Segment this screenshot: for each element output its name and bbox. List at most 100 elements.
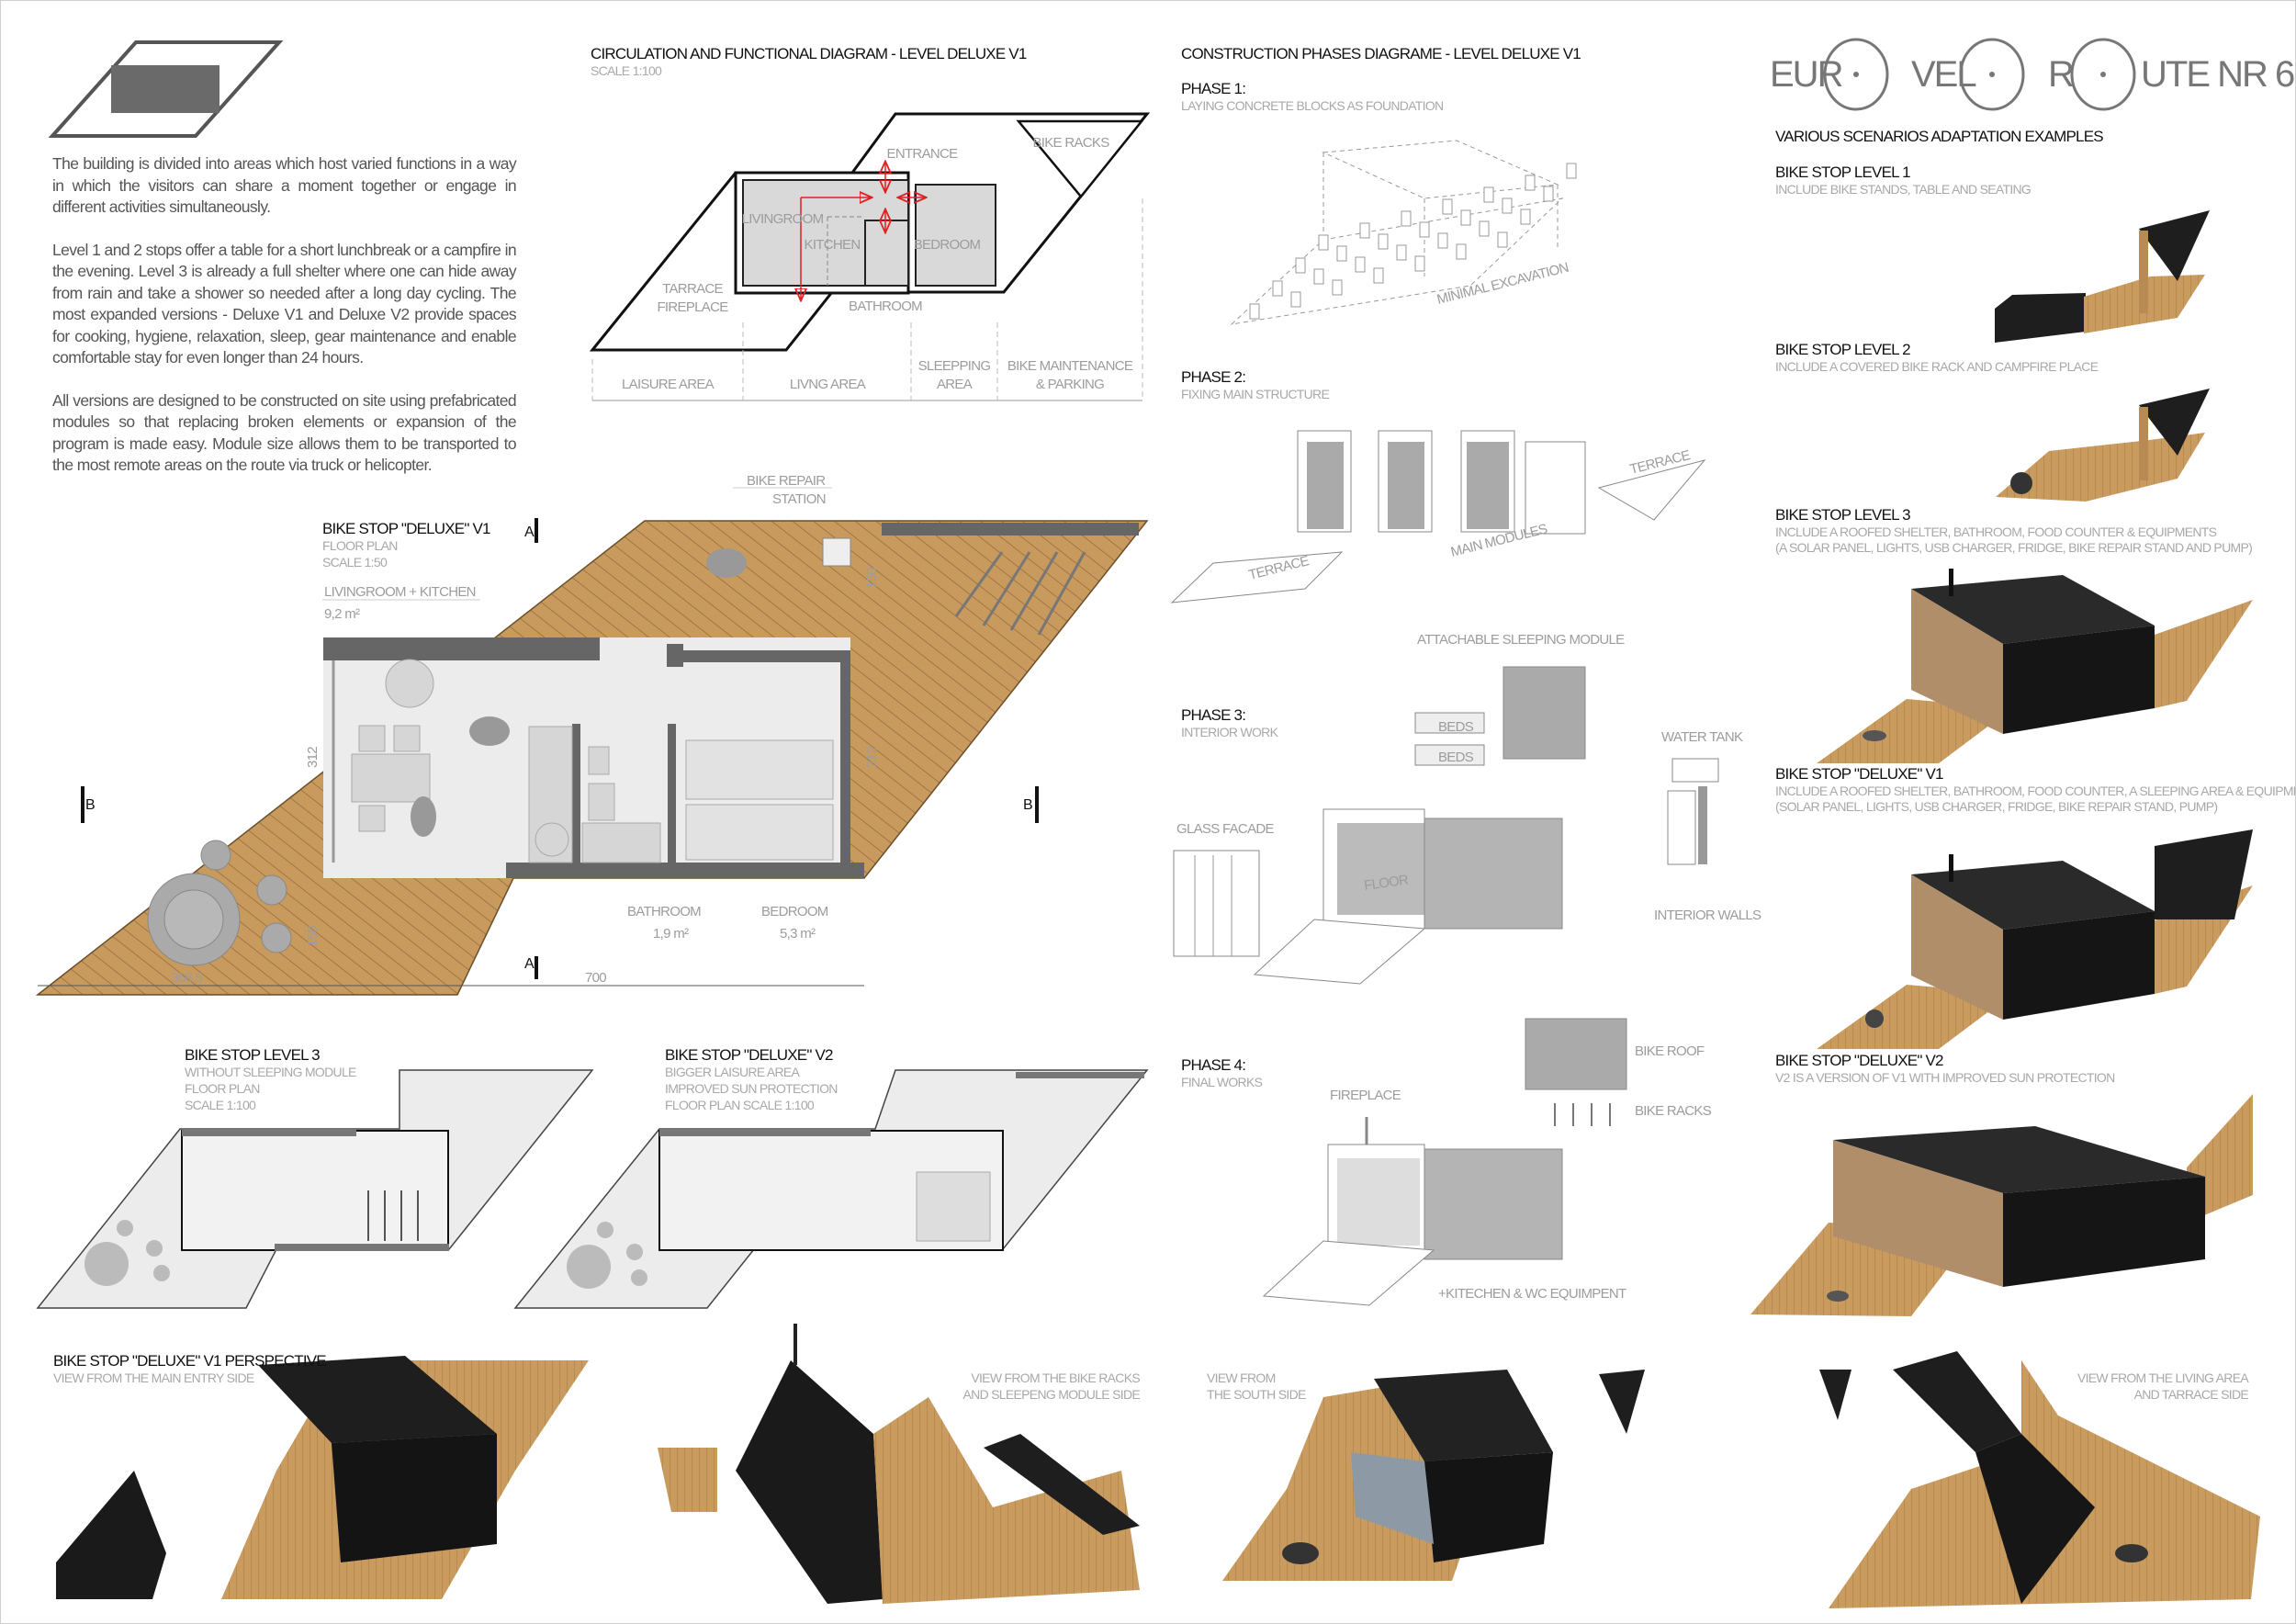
zone-label: LAISURE AREA xyxy=(622,377,715,392)
perspective-caption: VIEW FROM THE LIVING AREA AND TARRACE SI… xyxy=(2077,1370,2249,1403)
intro-paragraph: All versions are designed to be construc… xyxy=(52,390,517,475)
concrete-block xyxy=(1313,268,1324,285)
dimension-depth: 312 xyxy=(305,747,321,768)
concrete-block xyxy=(1437,232,1448,249)
concrete-block xyxy=(1497,231,1508,248)
phase-label: PHASE 1: xyxy=(1181,80,1246,97)
concrete-block xyxy=(1332,279,1343,296)
concrete-block xyxy=(1456,243,1467,260)
label-bathroom: BATHROOM xyxy=(849,299,922,314)
render-level-2 xyxy=(1996,389,2210,502)
people-figures xyxy=(411,548,747,837)
concrete-block xyxy=(1249,303,1260,320)
phases-title: CONSTRUCTION PHASES DIAGRAME - LEVEL DEL… xyxy=(1181,45,1581,62)
floor-plan-subtitle: FLOOR PLAN xyxy=(322,538,398,553)
perspective-main-entry xyxy=(56,1356,589,1599)
label-bike-racks: BIKE RACKS xyxy=(1032,135,1109,151)
phase-label: PHASE 3: xyxy=(1181,706,1246,724)
label-bedroom: BEDROOM xyxy=(914,237,981,253)
logo-dots xyxy=(1853,72,2106,77)
zone-label: LIVNG AREA xyxy=(790,377,866,392)
phase-desc: FINAL WORKS xyxy=(1181,1075,1263,1089)
floor-plan-deluxe-v2 xyxy=(513,1069,1149,1309)
dimension-deck-width: 368.5 xyxy=(171,970,202,986)
intro-paragraph: Level 1 and 2 stops offer a table for a … xyxy=(52,240,517,367)
level3-plan-line: SCALE 1:100 xyxy=(185,1098,256,1112)
label-livingroom: LIVINGROOM xyxy=(742,211,824,227)
render-level-3 xyxy=(1817,569,2253,763)
scenario-title: BIKE STOP "DELUXE" V2 xyxy=(1775,1052,1943,1069)
render-level-1 xyxy=(1995,210,2210,343)
perspectives-title: BIKE STOP "DELUXE" V1 PERSPECTIVE xyxy=(53,1352,327,1370)
label-kitchen: KITCHEN xyxy=(805,237,861,253)
concrete-block xyxy=(1419,221,1430,238)
caption-line: VIEW FROM xyxy=(1207,1370,1276,1385)
caption-line: AND SLEEPENG MODULE SIDE xyxy=(962,1387,1141,1402)
area-bedroom: 5,3 m² xyxy=(780,926,816,942)
phase-label: PHASE 2: xyxy=(1181,368,1246,386)
scenario-desc: INCLUDE A ROOFED SHELTER, BATHROOM, FOOD… xyxy=(1775,524,2217,539)
scenarios-title: VARIOUS SCENARIOS ADAPTATION EXAMPLES xyxy=(1775,128,2104,145)
phase-note: BIKE RACKS xyxy=(1635,1103,1712,1119)
walls xyxy=(323,637,864,878)
concrete-block xyxy=(1502,197,1513,214)
circulation-scale: SCALE 1:100 xyxy=(591,63,662,78)
dimension-deck: 150 xyxy=(864,568,880,589)
concrete-block xyxy=(1460,209,1471,226)
label-entrance: ENTRANCE xyxy=(887,146,959,162)
scenario-title: BIKE STOP LEVEL 3 xyxy=(1775,506,1911,524)
foundation-blocks xyxy=(1249,163,1577,320)
concrete-block xyxy=(1359,222,1370,239)
site-logo-mark xyxy=(48,40,284,138)
zone-label: & PARKING xyxy=(1036,377,1104,392)
concrete-block xyxy=(1272,280,1283,297)
concrete-block xyxy=(1566,163,1577,179)
phase-2-diagram xyxy=(1170,430,1706,603)
phase-3-diagram xyxy=(1173,666,1719,985)
perspective-caption: VIEW FROM THE BIKE RACKS AND SLEEPENG MO… xyxy=(962,1370,1141,1403)
intro-text: The building is divided into areas which… xyxy=(52,153,517,498)
level3-plan-title: BIKE STOP LEVEL 3 xyxy=(185,1046,321,1064)
label-bathroom: BATHROOM xyxy=(627,904,701,919)
phase-note: INTERIOR WALLS xyxy=(1654,908,1761,923)
zone-label: BIKE MAINTENANCE xyxy=(1007,358,1133,374)
label-bike-repair: STATION xyxy=(772,491,826,507)
label-bedroom: BEDROOM xyxy=(761,904,828,919)
label-fireplace: FIREPLACE xyxy=(657,299,728,315)
phase-note: WATER TANK xyxy=(1661,729,1743,745)
euro-velo-logo-circles xyxy=(1823,38,2136,111)
v2-plan-line: BIGGER LAISURE AREA xyxy=(665,1065,800,1079)
bike-repair-stand-icon xyxy=(822,537,851,567)
phase-note: FIREPLACE xyxy=(1330,1088,1401,1103)
area-bathroom: 1,9 m² xyxy=(653,926,689,942)
scenario-desc: INCLUDE BIKE STANDS, TABLE AND SEATING xyxy=(1775,182,2032,197)
caption-line: VIEW FROM THE BIKE RACKS xyxy=(971,1370,1140,1385)
circulation-arrows xyxy=(801,163,925,299)
level3-plan-line: FLOOR PLAN xyxy=(185,1081,260,1096)
label-bike-repair: BIKE REPAIR xyxy=(747,473,826,489)
floor-plan-deluxe-v1: A A B B 368.5 700 312 312 150 150 BIKE R… xyxy=(35,473,1149,996)
section-b-marker: B xyxy=(85,797,95,813)
label-terrace: TARRACE xyxy=(662,281,723,297)
level3-plan-line: WITHOUT SLEEPING MODULE xyxy=(185,1065,356,1079)
campfire-seating xyxy=(147,840,292,966)
phase-note: +KITECHEN & WC EQUIMPENT xyxy=(1438,1286,1626,1302)
concrete-block xyxy=(1378,233,1389,250)
concrete-block xyxy=(1520,209,1531,225)
phase-desc: FIXING MAIN STRUCTURE xyxy=(1181,387,1330,401)
scenario-desc: V2 IS A VERSION OF V1 WITH IMPROVED SUN … xyxy=(1775,1070,2115,1085)
scenario-desc: INCLUDE A ROOFED SHELTER, BATHROOM, FOOD… xyxy=(1775,784,2296,798)
phase-note: BEDS xyxy=(1438,750,1474,765)
perspective-caption: VIEW FROM THE MAIN ENTRY SIDE xyxy=(53,1370,254,1385)
intro-paragraph: The building is divided into areas which… xyxy=(52,154,517,216)
render-deluxe-v2 xyxy=(1750,1094,2253,1316)
bedroom-zone xyxy=(915,184,996,287)
furniture xyxy=(351,659,661,863)
phase-note: ATTACHABLE SLEEPING MODULE xyxy=(1417,632,1625,648)
scenario-desc: INCLUDE A COVERED BIKE RACK AND CAMPFIRE… xyxy=(1775,359,2099,374)
concrete-block xyxy=(1414,255,1425,272)
section-a-marker: A xyxy=(524,956,535,972)
area-livingroom: 9,2 m² xyxy=(324,606,360,622)
caption-line: VIEW FROM THE LIVING AREA xyxy=(2077,1370,2249,1385)
